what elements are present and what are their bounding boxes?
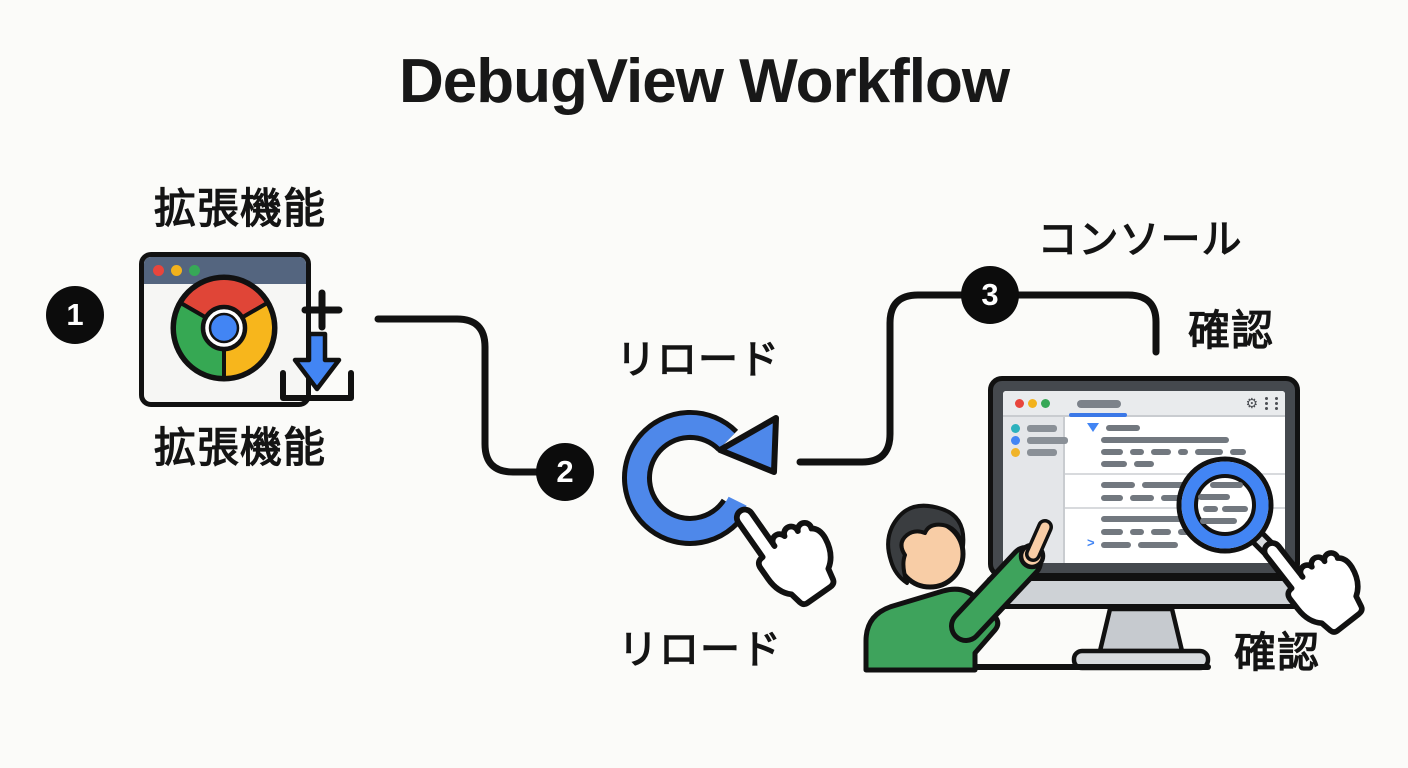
window-dot-yellow-icon: [171, 265, 182, 276]
connector-2-3: [796, 291, 1160, 466]
step-3-label-check-bottom: 確認: [1233, 629, 1320, 676]
hand-cursor-icon: [733, 506, 837, 608]
console-line: [1087, 423, 1140, 432]
console-line: [1101, 461, 1154, 467]
step-2-label-top: リロード: [616, 338, 780, 382]
sidebar-item: [1011, 448, 1057, 457]
reload-arrowhead-icon: [717, 415, 779, 475]
download-arrow-icon: [280, 331, 354, 401]
download-tray-icon: [280, 370, 354, 401]
tab-placeholder: [1077, 400, 1121, 408]
console-line: [1101, 449, 1246, 455]
person-arm: [954, 550, 1038, 638]
step-1-badge: 1: [46, 286, 104, 344]
devtools-toolbar: ⚙: [1003, 391, 1285, 417]
step-3-label-top: コンソール: [1037, 218, 1243, 262]
monitor-chin: [986, 576, 1302, 609]
step-2-badge: 2: [536, 443, 594, 501]
console-line: [1101, 542, 1178, 548]
log-divider: [1065, 507, 1285, 509]
active-tab-underline: [1069, 413, 1127, 417]
step-2-number: 2: [556, 454, 574, 489]
console-line: [1101, 437, 1229, 443]
step-3-badge: 3: [961, 266, 1019, 324]
page-title: DebugView Workflow: [398, 47, 1010, 116]
screen-dot-green-icon: [1041, 399, 1050, 408]
monitor-stand-neck: [1097, 606, 1185, 654]
screen-dot-red-icon: [1015, 399, 1024, 408]
console-prompt-chevron-icon: >: [1087, 535, 1095, 550]
console-line: [1101, 516, 1229, 522]
step-1-label-bottom: 拡張機能: [153, 424, 326, 471]
step-1-label-top: 拡張機能: [153, 185, 326, 232]
reload-icon: [622, 409, 779, 546]
gear-icon: ⚙: [1245, 395, 1258, 411]
window-dot-green-icon: [189, 265, 200, 276]
hand-cursor-icon: [1261, 540, 1365, 635]
kebab-menu-icon: [1265, 396, 1268, 410]
plus-icon: [301, 289, 343, 331]
person-finger: [1028, 522, 1050, 559]
chrome-logo-icon: [170, 274, 278, 382]
sidebar-item: [1011, 424, 1057, 433]
window-dot-red-icon: [153, 265, 164, 276]
magnified-log-lines: [1198, 482, 1248, 524]
sidebar-item: [1011, 436, 1068, 445]
magnifier-icon: [1176, 456, 1299, 579]
person-illustration: [863, 503, 1053, 673]
person-hair: [886, 503, 966, 585]
log-divider: [1065, 473, 1285, 475]
kebab-menu-icon: [1275, 396, 1278, 410]
step-1-number: 1: [66, 297, 84, 332]
screen-dot-yellow-icon: [1028, 399, 1037, 408]
expand-triangle-icon: [1087, 423, 1099, 432]
step-3-label-check: 確認: [1187, 307, 1274, 354]
step-3-number: 3: [981, 277, 999, 312]
step-2-label-bottom: リロード: [618, 628, 782, 672]
connector-1-2: [374, 315, 544, 476]
